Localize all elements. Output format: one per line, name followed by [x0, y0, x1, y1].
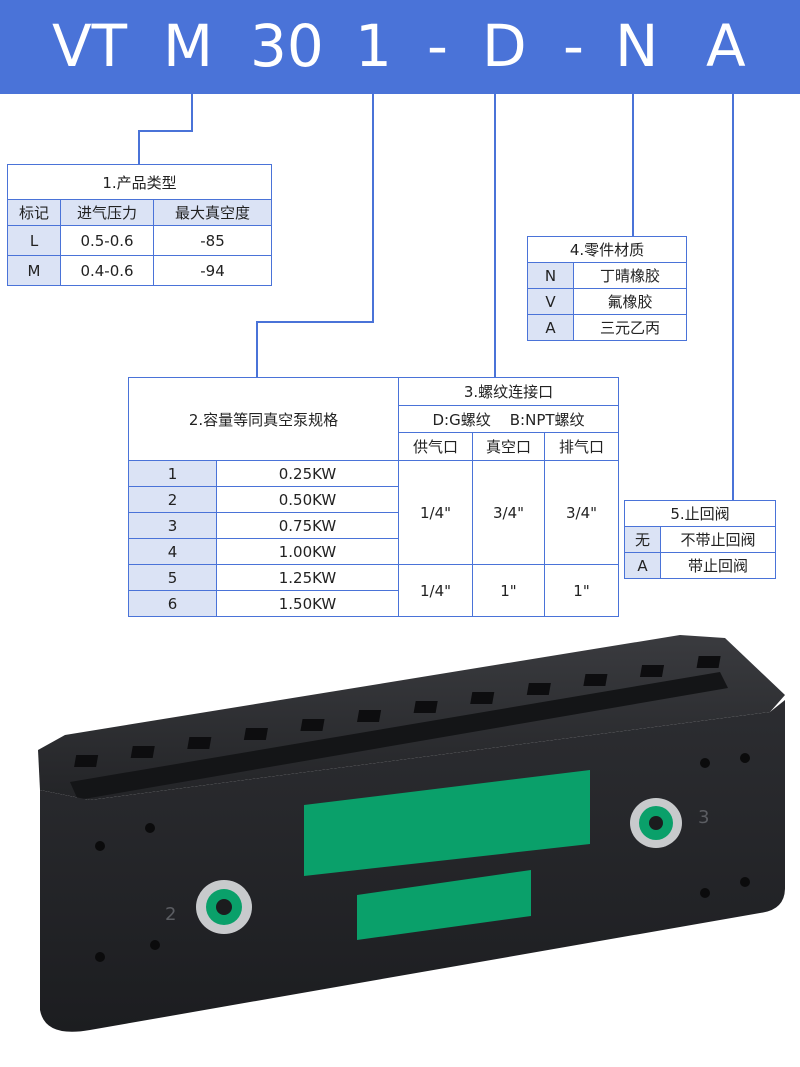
model-code-banner: VT M 30 1 - D - N A: [0, 0, 800, 94]
connector-line: [494, 94, 496, 378]
exhaust-port-size: 1": [543, 564, 620, 617]
connector-line: [372, 94, 374, 322]
supply-port-size: 1/4": [398, 460, 473, 565]
code-dash-2: -: [563, 12, 584, 80]
body-front-face: [40, 700, 785, 1032]
product-type-title: 1.产品类型: [6, 164, 273, 200]
capacity-power: 1.00KW: [216, 538, 399, 565]
materials-table: 4.零件材质 N 丁晴橡胶 V 氟橡胶 A 三元乙丙: [527, 236, 687, 341]
port-3-fitting: [630, 798, 682, 848]
material-name: 三元乙丙: [573, 314, 687, 341]
materials-title: 4.零件材质: [527, 236, 687, 263]
vacuum-cell: -85: [152, 225, 273, 256]
product-type-table: 1.产品类型 标记 进气压力 最大真空度 L 0.5-0.6 -85 M 0.4…: [6, 164, 273, 286]
capacity-id: 5: [128, 564, 217, 591]
code-thread: D: [482, 12, 527, 80]
code-product-type: M: [163, 12, 214, 80]
mark-cell: L: [7, 225, 61, 256]
capacity-power: 0.50KW: [216, 486, 399, 513]
code-check-valve: A: [706, 12, 746, 80]
valve-name: 不带止回阀: [660, 526, 776, 553]
top-slots: [74, 656, 721, 767]
check-valve-title: 5.止回阀: [624, 500, 776, 527]
exhaust-port-size: 3/4": [543, 460, 620, 565]
capacity-id: 2: [128, 486, 217, 513]
connector-line: [191, 94, 193, 132]
connector-line: [732, 94, 734, 500]
header-pressure: 进气压力: [60, 199, 154, 226]
port-header-vacuum: 真空口: [472, 432, 545, 461]
valve-mark: A: [624, 552, 661, 579]
port-header-supply: 供气口: [398, 432, 473, 461]
capacity-title: 2.容量等同真空泵规格: [128, 377, 399, 461]
code-series: VT: [52, 12, 128, 80]
screw-holes: [95, 753, 750, 962]
vacuum-cell: -94: [152, 255, 273, 286]
material-name: 氟橡胶: [573, 288, 687, 315]
port-label-2: 2: [165, 904, 176, 925]
code-material: N: [615, 12, 659, 80]
check-valve-table: 5.止回阀 无 不带止回阀 A 带止回阀: [624, 500, 776, 579]
capacity-power: 0.25KW: [216, 460, 399, 487]
thread-title: 3.螺纹连接口: [397, 377, 620, 406]
pressure-cell: 0.5-0.6: [60, 225, 154, 256]
material-mark: N: [527, 262, 574, 289]
material-mark: A: [527, 314, 574, 341]
valve-name: 带止回阀: [660, 552, 776, 579]
capacity-id: 1: [128, 460, 217, 487]
connector-line: [256, 321, 374, 323]
top-groove: [70, 672, 728, 800]
connector-line: [138, 130, 193, 132]
thread-types: D:G螺纹 B:NPT螺纹: [397, 405, 620, 433]
small-green-label: [357, 870, 531, 940]
port-header-exhaust: 排气口: [543, 432, 620, 461]
connector-line: [138, 130, 140, 164]
code-capacity: 30: [250, 12, 324, 80]
capacity-power: 1.50KW: [216, 590, 399, 617]
material-mark: V: [527, 288, 574, 315]
valve-mark: 无: [624, 526, 661, 553]
supply-port-size: 1/4": [398, 564, 473, 617]
capacity-thread-table: 2.容量等同真空泵规格 3.螺纹连接口 D:G螺纹 B:NPT螺纹 供气口 真空…: [128, 377, 620, 617]
mark-cell: M: [7, 255, 61, 286]
connector-line: [632, 94, 634, 236]
pressure-cell: 0.4-0.6: [60, 255, 154, 286]
code-capacity-index: 1: [355, 12, 392, 80]
header-mark: 标记: [7, 199, 61, 226]
capacity-id: 4: [128, 538, 217, 565]
product-photo: 2 3: [38, 635, 785, 1032]
capacity-id: 6: [128, 590, 217, 617]
capacity-id: 3: [128, 512, 217, 539]
capacity-power: 0.75KW: [216, 512, 399, 539]
capacity-power: 1.25KW: [216, 564, 399, 591]
vacuum-port-size: 1": [472, 564, 545, 617]
large-green-label: [304, 770, 590, 876]
header-vacuum: 最大真空度: [152, 199, 273, 226]
connector-line: [256, 321, 258, 378]
port-2-fitting: [196, 880, 252, 934]
code-dash-1: -: [427, 12, 448, 80]
vacuum-port-size: 3/4": [472, 460, 545, 565]
port-label-3: 3: [698, 807, 709, 828]
material-name: 丁晴橡胶: [573, 262, 687, 289]
